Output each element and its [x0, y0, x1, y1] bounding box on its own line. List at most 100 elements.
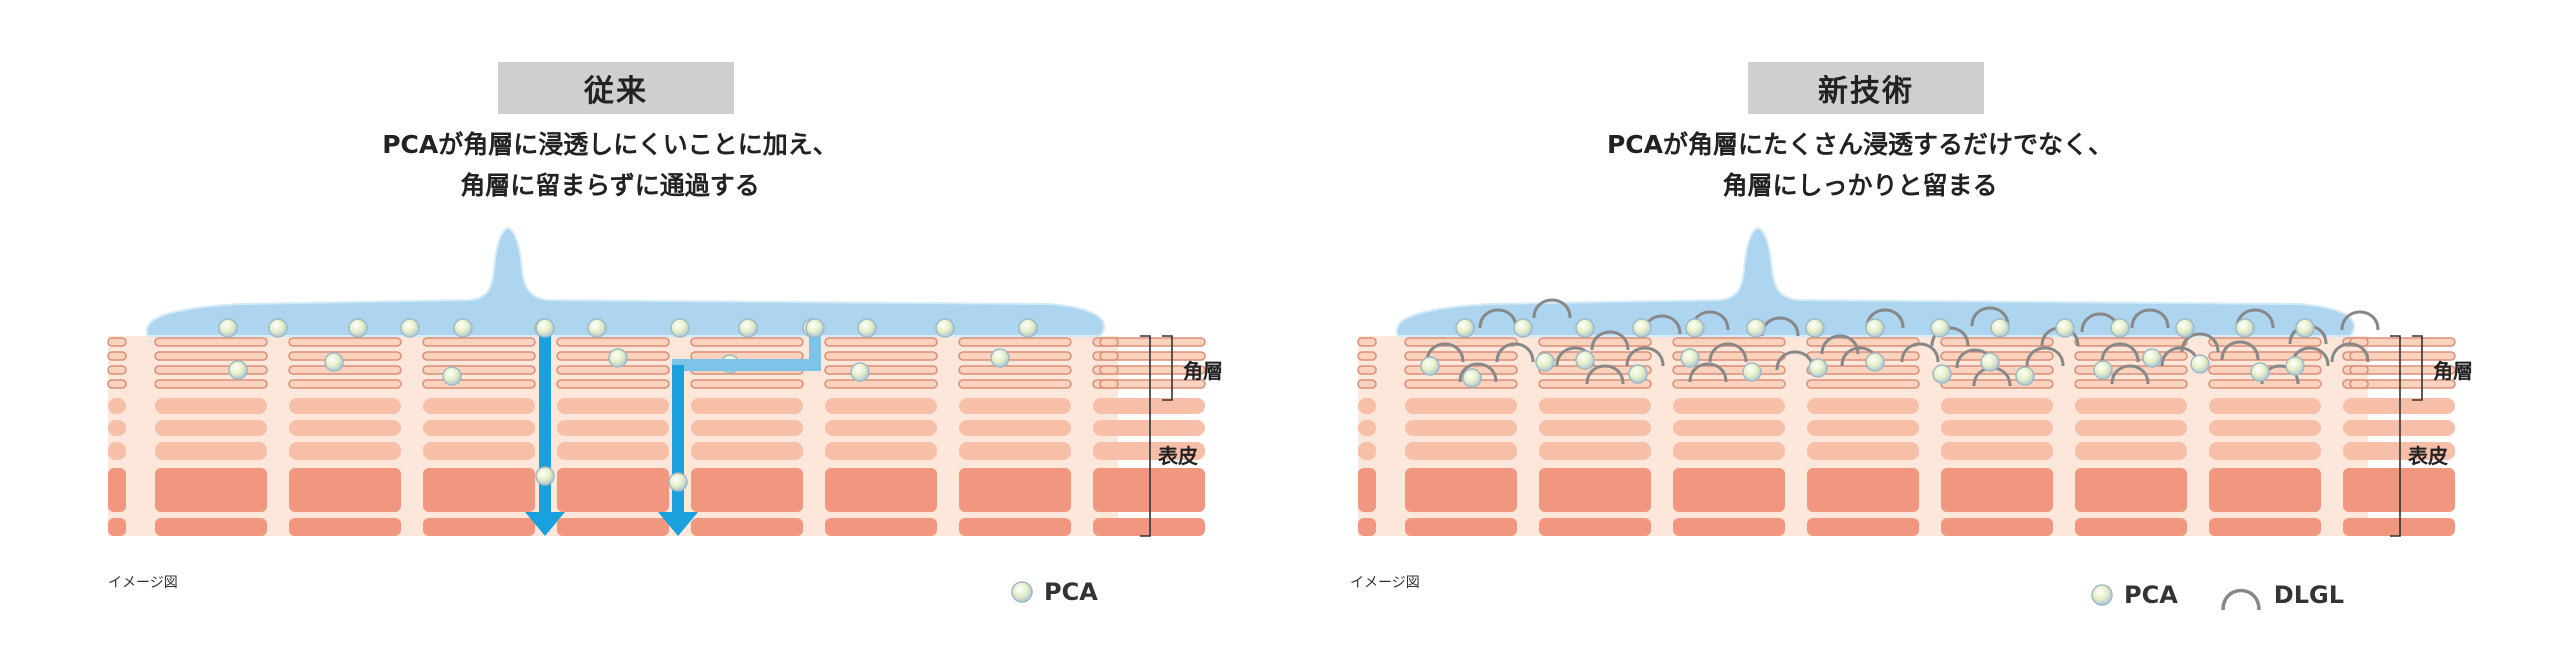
corneocyte: [154, 337, 268, 347]
epidermal-cell: [959, 398, 1071, 414]
pca-particle: [442, 366, 462, 386]
dlgl-molecule: [2330, 342, 2370, 363]
epidermal-cell: [1941, 420, 2053, 436]
pca-particle: [1462, 368, 1482, 388]
epidermal-cell: [691, 468, 803, 512]
epidermal-cell: [2209, 398, 2321, 414]
epidermal-cell: [691, 518, 803, 536]
dlgl-molecule: [2340, 310, 2380, 331]
epidermal-cell: [1941, 398, 2053, 414]
corneocyte: [824, 351, 938, 361]
corneocyte: [690, 351, 804, 361]
image-note: イメージ図: [1350, 575, 1420, 591]
dlgl-molecule: [1478, 308, 1518, 329]
corneocyte: [1357, 379, 1377, 389]
corneocyte: [1099, 365, 1119, 375]
epidermal-cell: [1358, 442, 1376, 460]
dlgl-molecule: [1930, 326, 1970, 347]
corneocyte: [1672, 379, 1786, 389]
corneocyte: [958, 365, 1072, 375]
epidermal-cell: [2209, 442, 2321, 460]
pca-particle: [1513, 318, 1533, 338]
pca-particle: [608, 348, 628, 368]
epidermal-cell: [557, 468, 669, 512]
pca-particle: [2250, 362, 2270, 382]
corneocyte: [288, 351, 402, 361]
pca-particle: [348, 318, 368, 338]
corneocyte: [1806, 337, 1920, 347]
pca-particle: [1930, 318, 1950, 338]
pca-particle: [324, 352, 344, 372]
epidermal-cell: [2343, 442, 2455, 460]
epidermal-cell: [1539, 420, 1651, 436]
epidermal-cell: [1941, 442, 2053, 460]
epidermal-cell: [423, 518, 535, 536]
pca-particle: [670, 318, 690, 338]
epidermal-cell: [959, 518, 1071, 536]
corneocyte: [154, 351, 268, 361]
epidermal-cell: [1358, 398, 1376, 414]
epidermal-cell: [1807, 420, 1919, 436]
corneocyte: [1092, 379, 1206, 389]
epidermal-cell: [2075, 518, 2187, 536]
stratum-corneum-label: 角層: [1183, 359, 1223, 383]
corneocyte: [1940, 337, 2054, 347]
pca-particle: [2055, 318, 2075, 338]
epidermal-cell: [1807, 398, 1919, 414]
epidermal-cell: [2075, 442, 2187, 460]
dlgl-molecule: [1495, 342, 1535, 363]
dlgl-molecule: [1625, 346, 1665, 367]
epidermal-cell: [289, 420, 401, 436]
epidermal-cell: [1405, 398, 1517, 414]
epidermal-cell: [108, 398, 126, 414]
pca-particle: [2235, 318, 2255, 338]
corneocyte: [1357, 365, 1377, 375]
dlgl-molecule: [1708, 342, 1748, 363]
corneocyte: [690, 379, 804, 389]
corneocyte: [2349, 365, 2369, 375]
legend-dlgl-label: DLGL: [2273, 581, 2344, 609]
epidermis-label: 表皮: [2408, 444, 2448, 468]
pca-particle: [1805, 318, 1825, 338]
dlgl-molecule: [1425, 342, 1465, 363]
epidermal-cell: [1807, 442, 1919, 460]
pca-particle: [1742, 362, 1762, 382]
corneocyte: [824, 379, 938, 389]
pca-icon: [1011, 581, 1033, 603]
corneocyte: [2349, 379, 2369, 389]
epidermal-cell: [1807, 468, 1919, 512]
epidermal-cell: [1941, 518, 2053, 536]
epidermal-cell: [1358, 420, 1376, 436]
pca-particle: [2190, 354, 2210, 374]
pca-particle: [2142, 348, 2162, 368]
corneocyte: [824, 337, 938, 347]
epidermal-cell: [825, 442, 937, 460]
epidermis-label: 表皮: [1158, 444, 1198, 468]
epidermal-cell: [1093, 468, 1205, 512]
dlgl-icon: [2221, 588, 2261, 611]
corneocyte: [1357, 351, 1377, 361]
corneocyte: [690, 337, 804, 347]
dlgl-molecule: [1970, 306, 2010, 327]
dlgl-molecule: [2130, 308, 2170, 329]
epidermal-cell: [557, 398, 669, 414]
epidermal-cell: [108, 442, 126, 460]
epidermal-cell: [691, 442, 803, 460]
epidermal-cell: [959, 468, 1071, 512]
epidermal-cell: [1093, 518, 1205, 536]
corneocyte: [958, 351, 1072, 361]
pca-particle: [805, 318, 825, 338]
dlgl-molecule: [2180, 332, 2220, 353]
dlgl-molecule: [2110, 364, 2150, 385]
dlgl-molecule: [1688, 362, 1728, 383]
corneocyte: [1092, 337, 1206, 347]
corneocyte: [2074, 337, 2188, 347]
corneocyte: [1092, 351, 1206, 361]
epidermal-cell: [2075, 420, 2187, 436]
dlgl-molecule: [1585, 364, 1625, 385]
pca-particle: [400, 318, 420, 338]
pca-particle: [1575, 318, 1595, 338]
epidermal-cell: [1358, 518, 1376, 536]
legend-pca-label: PCA: [1044, 578, 1098, 606]
corneocyte: [107, 379, 127, 389]
